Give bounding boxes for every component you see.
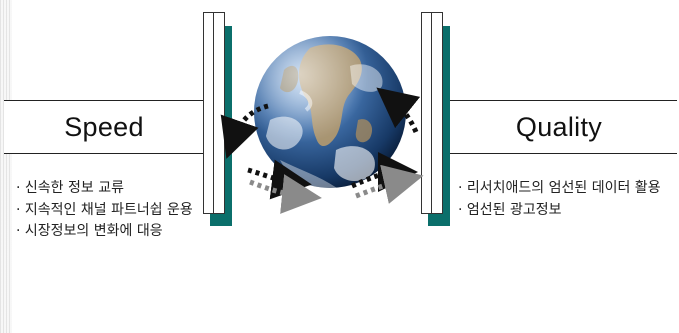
speed-bullet-list: · 신속한 정보 교류 · 지속적인 채널 파트너쉽 운용 · 시장정보의 변화… [16, 178, 193, 243]
left-edge-texture [0, 0, 12, 333]
speed-bullet: · 시장정보의 변화에 대응 [16, 223, 163, 239]
quality-bullet: · 리서치애드의 엄선된 데이터 활용 [458, 180, 661, 196]
arrow-from-speed-panel [247, 159, 312, 200]
arrow-to-quality-panel [350, 152, 418, 193]
arrow-to-quality-panel-gray [355, 164, 424, 204]
arrow-from-quality-panel [376, 87, 421, 134]
quality-bullet: · 엄선된 광고정보 [458, 201, 562, 218]
quality-bullet-list: · 리서치애드의 엄선된 데이터 활용 · 엄선된 광고정보 [458, 178, 661, 221]
arrow-to-speed-panel [220, 103, 269, 159]
quality-label: Quality [515, 111, 603, 142]
speed-bullet: · 지속적인 채널 파트너쉽 운용 [16, 201, 193, 218]
speed-label: Speed [64, 111, 144, 142]
speed-bullet: · 신속한 정보 교류 [16, 180, 124, 196]
right-panel [421, 12, 450, 226]
arrow-from-speed-panel-gray [249, 174, 322, 214]
